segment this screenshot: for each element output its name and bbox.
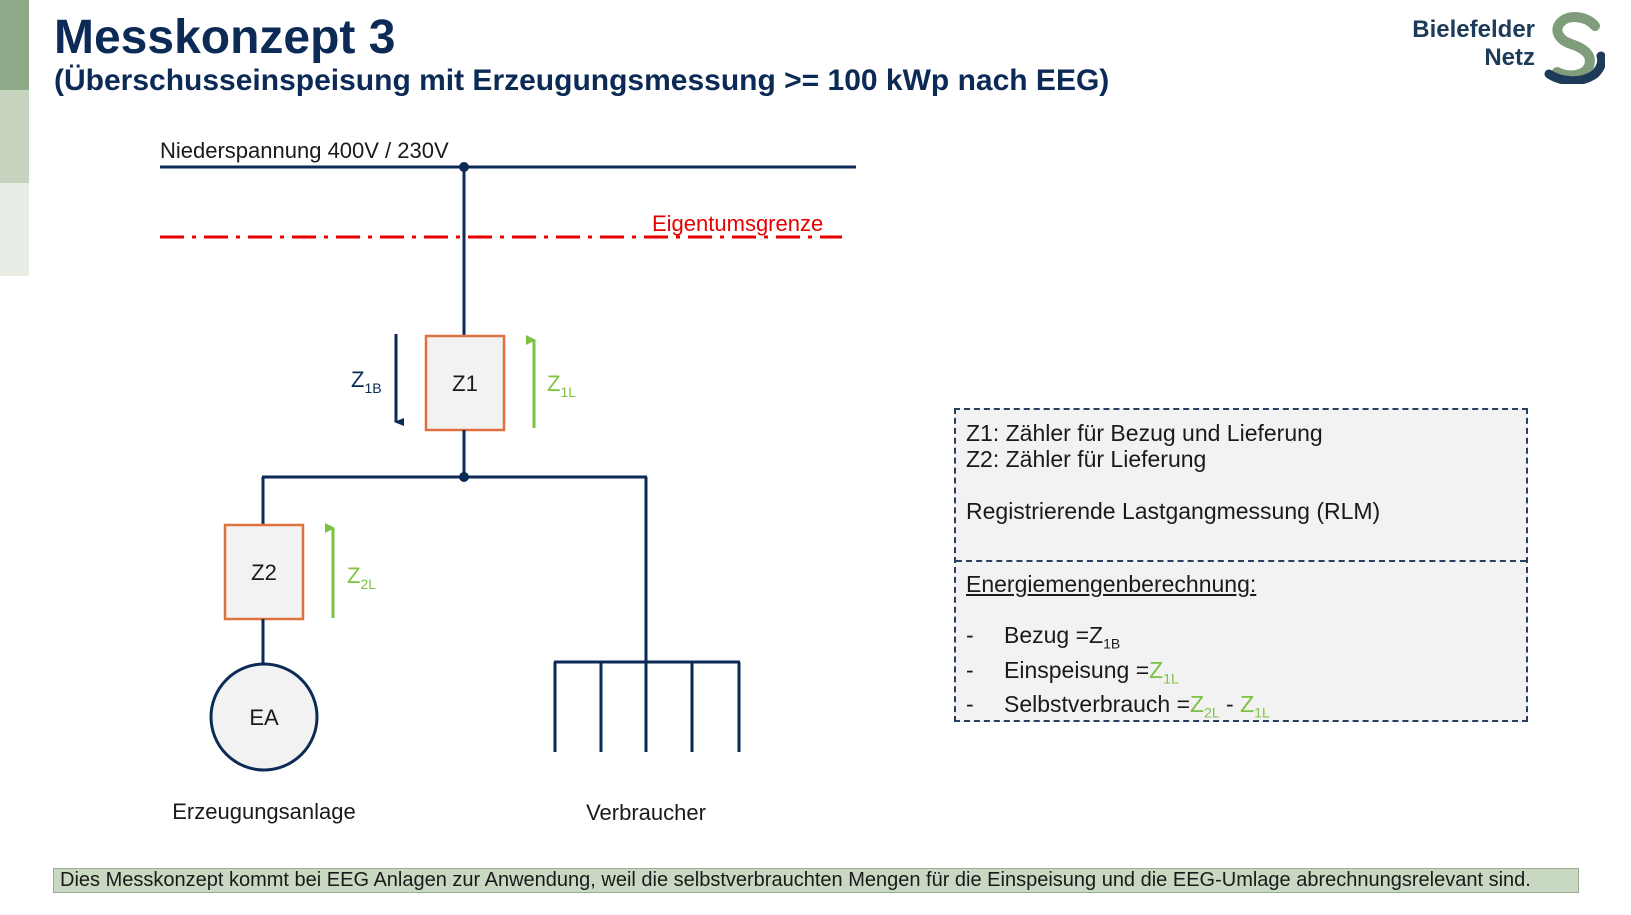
legend-calculation: Energiemengenberechnung: - Bezug = Z1B -… (956, 562, 1526, 726)
calc-row-bezug: - Bezug = Z1B (966, 622, 1516, 657)
z1l-main: Z (547, 371, 560, 396)
consumer-label: Verbraucher (586, 800, 706, 825)
brand-logo: Bielefelder Netz (1385, 12, 1605, 84)
legend-meter-info: Z1: Zähler für Bezug und Lieferung Z2: Z… (956, 410, 1526, 562)
boundary-label: Eigentumsgrenze (652, 211, 823, 236)
z1l-sub: 1L (560, 384, 576, 400)
calc-bezug-value: Z1B (1089, 622, 1120, 657)
z1b-sub: 1B (364, 380, 381, 396)
logo-text: Bielefelder Netz (1412, 16, 1535, 72)
meter-z1-label: Z1 (452, 371, 478, 396)
generator-symbol-label: EA (249, 705, 279, 730)
calc-z: Z (1240, 691, 1255, 718)
z2l-sub: 2L (360, 576, 376, 592)
legend-gap (966, 472, 1516, 498)
z1l-label: Z1L (547, 371, 576, 400)
page-title: Messkonzept 3 (54, 11, 396, 64)
calc-selbst-label: Selbstverbrauch = (1004, 691, 1191, 718)
calc-dash: - (966, 622, 974, 648)
logo-s-icon (1544, 12, 1605, 84)
side-accent-mid (0, 90, 29, 183)
calc-z: Z (1149, 656, 1164, 683)
legend-z2-text: Z2: Zähler für Lieferung (966, 446, 1207, 472)
calc-sub: 2L (1204, 704, 1220, 721)
side-accent-light (0, 183, 29, 276)
calc-einspeisung-label: Einspeisung = (1004, 656, 1150, 683)
logo-line-1: Bielefelder (1412, 16, 1535, 43)
page-subtitle: (Überschusseinspeisung mit Erzeugungsmes… (54, 64, 1110, 97)
calc-bezug-label: Bezug = (1004, 622, 1090, 648)
calc-minus: - (1219, 691, 1241, 718)
calc-sub: 1B (1103, 635, 1121, 652)
bus-label: Niederspannung 400V / 230V (160, 138, 449, 163)
meter-z2-box (223, 523, 305, 621)
calc-selbst-value-b: Z1L (1240, 691, 1270, 726)
z2l-main: Z (347, 563, 360, 588)
calc-sub: 1L (1254, 704, 1270, 721)
legend-box: Z1: Zähler für Bezug und Lieferung Z2: Z… (954, 408, 1528, 722)
side-accent-dark (0, 0, 29, 90)
calc-dash: - (966, 656, 974, 683)
generator-label: Erzeugungsanlage (172, 799, 355, 824)
legend-z1-text: Z1: Zähler für Bezug und Lieferung (966, 420, 1323, 446)
logo-line-2: Netz (1484, 44, 1535, 71)
meter-z2-label: Z2 (251, 560, 277, 585)
calc-row-einspeisung: - Einspeisung = Z1L (966, 657, 1516, 692)
calc-heading: Energiemengenberechnung: (966, 571, 1257, 597)
calc-row-selbstverbrauch: - Selbstverbrauch = Z2L - Z1L (966, 691, 1516, 726)
calc-dash: - (966, 691, 974, 718)
meter-z1-box (424, 334, 506, 432)
z2l-label: Z2L (347, 563, 376, 592)
calc-selbst-value-a: Z2L (1190, 691, 1220, 726)
z1b-label: Z1B (351, 367, 382, 396)
calc-sub: 1L (1163, 670, 1179, 687)
z1b-main: Z (351, 367, 364, 392)
calc-z: Z (1089, 622, 1104, 648)
calc-einspeisung-value: Z1L (1149, 657, 1179, 692)
legend-rlm-text: Registrierende Lastgangmessung (RLM) (966, 498, 1381, 524)
generator-circle (209, 662, 319, 772)
calc-z: Z (1190, 691, 1205, 718)
footer-note: Dies Messkonzept kommt bei EEG Anlagen z… (53, 868, 1579, 893)
